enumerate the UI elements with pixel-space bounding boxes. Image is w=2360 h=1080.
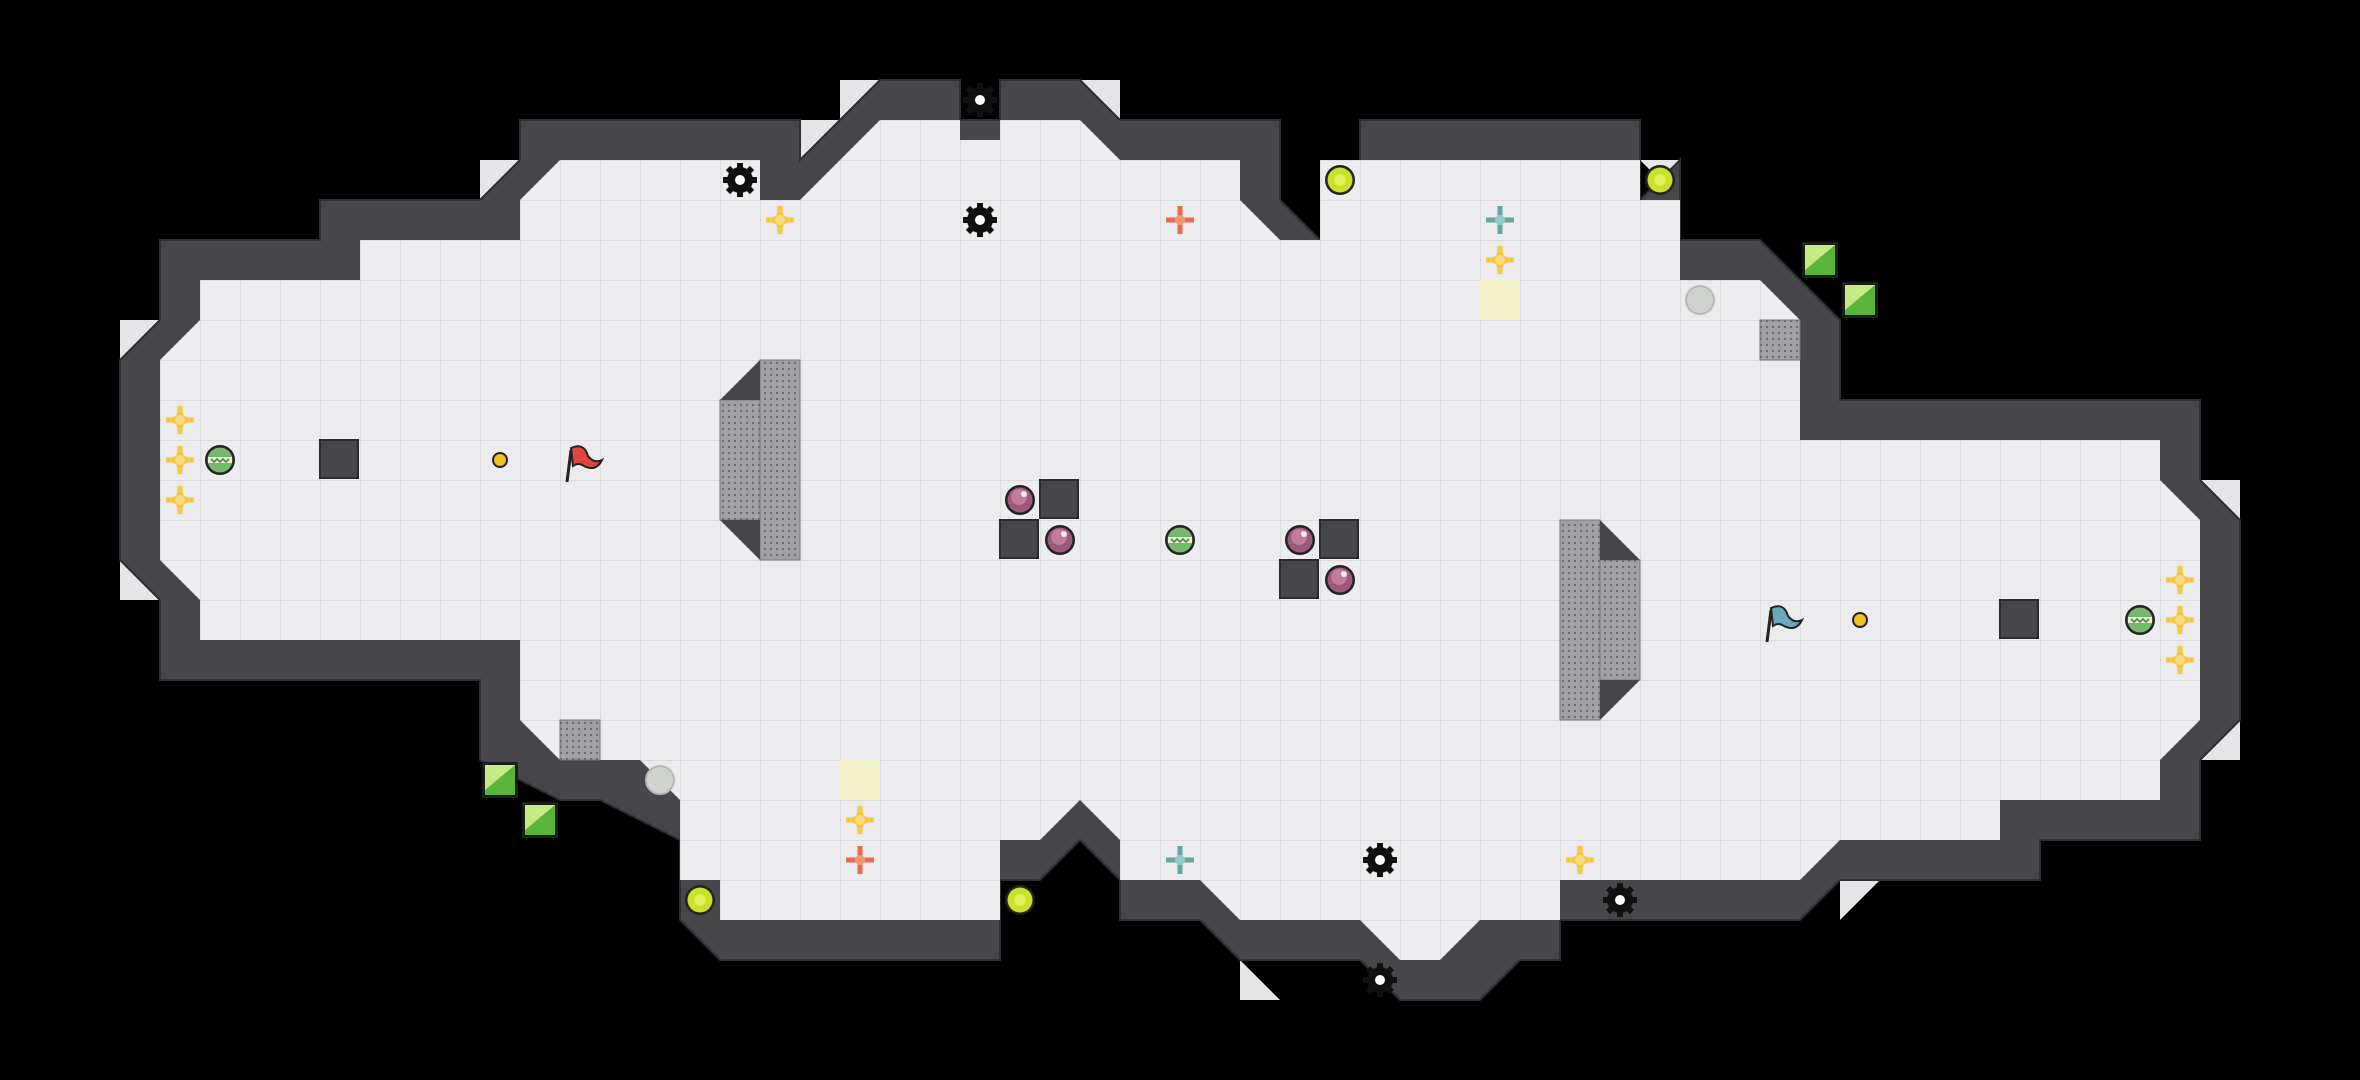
bumper-icon — [1325, 165, 1355, 195]
crate-icon[interactable] — [522, 802, 558, 838]
grate-block-right — [1559, 519, 1641, 721]
gear-icon — [963, 83, 997, 117]
bumper-icon — [685, 885, 715, 915]
crate-icon[interactable] — [1802, 242, 1838, 278]
floor-pad — [1480, 280, 1520, 320]
gear-icon — [1363, 843, 1397, 877]
gear-icon — [723, 163, 757, 197]
ghost-orb — [1685, 285, 1715, 315]
striped-ball-icon — [1164, 524, 1196, 556]
floor-pad — [840, 760, 880, 800]
orb-icon — [1005, 485, 1035, 515]
ghost-orb — [645, 765, 675, 795]
striped-ball-icon — [2124, 604, 2156, 636]
grate-tile — [559, 719, 601, 761]
bumper-icon — [1005, 885, 1035, 915]
bumper-icon — [1645, 165, 1675, 195]
orb-icon — [1045, 525, 1075, 555]
orb-icon — [1285, 525, 1315, 555]
crate-icon[interactable] — [482, 762, 518, 798]
crate-icon[interactable] — [1842, 282, 1878, 318]
gear-icon — [1363, 963, 1397, 997]
wall-blocks — [319, 439, 2039, 639]
striped-ball-icon — [204, 444, 236, 476]
grate-block-left — [719, 359, 801, 561]
orb-icon — [1325, 565, 1355, 595]
grate-tile — [1759, 319, 1801, 361]
coin-icon — [492, 452, 508, 468]
coin-icon — [1852, 612, 1868, 628]
gear-icon — [1603, 883, 1637, 917]
gear-icon — [963, 203, 997, 237]
